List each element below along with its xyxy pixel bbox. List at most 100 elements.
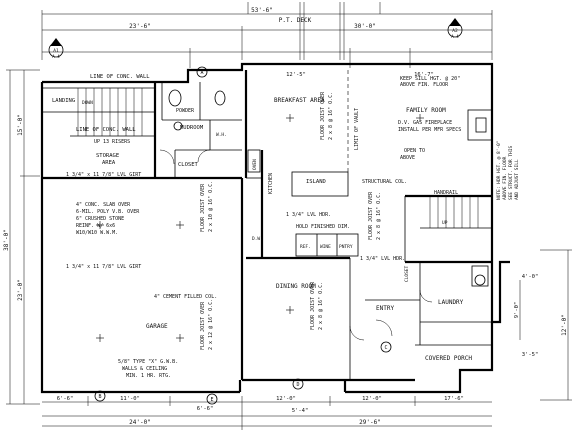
note-oven: OVEN <box>252 159 258 170</box>
note-open-to-2: ABOVE <box>400 155 415 161</box>
dim-top-mid: 12'-5" <box>286 72 306 78</box>
dim-left-overall: 38'-0" <box>3 229 10 251</box>
dim-bottom-12a: 12'-0" <box>276 396 296 402</box>
interior-walls <box>42 70 492 380</box>
callout-c: C <box>384 345 387 351</box>
room-storage: STORAGE <box>96 153 119 159</box>
callout-markers <box>94 66 392 405</box>
room-dining: DINING ROOM <box>276 283 316 290</box>
note-girt-2: 1 3/4" x 11 7/8" LVL GIRT <box>66 264 141 270</box>
room-covered-porch: COVERED PORCH <box>425 355 472 362</box>
note-girt-1: 1 3/4" x 11 7/8" LVL GIRT <box>66 172 141 178</box>
callout-sheet-2: A-4 <box>451 34 459 39</box>
room-closet: CLOSET <box>178 162 199 168</box>
fixtures <box>168 89 493 287</box>
note-gwb-2: WALLS & CEILING <box>122 366 167 372</box>
note-ref: REF. <box>300 244 311 250</box>
callout-section-a1 <box>48 38 64 58</box>
note-joist-7: FLOOR JOIST OVER <box>310 281 316 330</box>
note-gwb-3: MIN. 1 HR. RTG. <box>126 373 171 379</box>
exterior-walls <box>40 62 510 394</box>
room-storage-area: AREA <box>102 160 116 166</box>
note-structural-col: STRUCTURAL COL. <box>362 179 407 185</box>
note-handrail: HANDRAIL <box>434 190 458 196</box>
note-slab-3: 6" CRUSHED STONE <box>76 216 124 222</box>
dim-right-35: 3'-5" <box>522 352 539 358</box>
callout-section-a2 <box>447 18 463 38</box>
dim-bottom-24: 24'-0" <box>129 419 151 426</box>
dim-right-12: 12'-0" <box>561 314 568 336</box>
note-dw: D.W. <box>252 236 263 242</box>
note-line-conc-wall-2: LINE OF CONC. WALL <box>76 127 136 133</box>
note-joist-1: FLOOR JOIST OVER <box>320 91 326 140</box>
note-joist-2: 2 x 8 @ 16" O.C. <box>328 92 334 140</box>
room-laundry: LAUNDRY <box>438 299 464 306</box>
callout-a: A <box>200 70 203 76</box>
callout-sheet-1: A-4 <box>52 54 60 59</box>
note-right-3: SEE STRUCT. FOR THIS <box>508 146 514 200</box>
callout-a2: A2 <box>452 28 458 34</box>
room-family: FAMILY ROOM <box>406 107 446 114</box>
dim-bottom-5: 5'-4" <box>292 408 309 414</box>
note-hdr-2: 1 3/4" LVL HDR. <box>360 256 405 262</box>
dim-bottom-11: 11'-0" <box>120 396 140 402</box>
dim-top-left: 23'-6" <box>129 23 151 30</box>
note-fireplace-1: D.V. GAS FIREPLACE <box>398 120 452 126</box>
room-garage: GARAGE <box>146 323 168 330</box>
callout-a1: A1 <box>53 48 59 54</box>
dimension-lines <box>6 10 572 430</box>
note-up-risers: UP 13 RISERS <box>94 139 130 145</box>
room-powder: POWDER <box>176 108 195 114</box>
callout-d: D <box>296 382 299 388</box>
room-landing: LANDING <box>52 98 75 104</box>
note-hold-finished: HOLD FINISHED DIM. <box>296 224 350 230</box>
dim-bottom-17: 17'-6" <box>444 396 464 402</box>
note-down: DOWN <box>82 100 93 106</box>
stairs-left <box>70 88 155 137</box>
dimension-labels: 53'-6" P.T. DECK 23'-6" 30'-0" 12'-5" 16… <box>3 7 568 426</box>
note-pantry: PNTRY <box>339 244 353 250</box>
door-swings <box>159 149 433 341</box>
note-above-fin-floor: ABOVE FIN. FLOOR <box>400 82 449 88</box>
dim-top-overall: 53'-6" <box>251 7 273 14</box>
dim-right-9: 9'-0" <box>514 302 520 319</box>
dim-left-lower: 23'-0" <box>17 279 24 301</box>
note-joist-5: FLOOR JOIST OVER <box>200 301 206 350</box>
note-labels: LINE OF CONC. WALL LINE OF CONC. WALL UP… <box>66 74 520 379</box>
note-slab-4: REINF. W/ 6x6 <box>76 223 115 229</box>
dim-bottom-6a: 6'-6" <box>57 396 74 402</box>
room-island: ISLAND <box>306 179 326 185</box>
note-up: UP <box>442 220 448 226</box>
room-breakfast: BREAKFAST AREA <box>274 97 325 104</box>
note-open-to-1: OPEN TO <box>404 148 425 154</box>
dim-bottom-29: 29'-6" <box>359 419 381 426</box>
note-cement-col: 4" CEMENT FILLED COL. <box>154 294 217 300</box>
note-wine: WINE <box>320 244 331 250</box>
dim-left-upper: 15'-0" <box>17 114 24 136</box>
note-line-conc-wall-1: LINE OF CONC. WALL <box>90 74 150 80</box>
note-joist-9: FLOOR JOIST OVER <box>368 191 374 240</box>
room-mudroom: MUDROOM <box>180 125 204 131</box>
note-keep-sill: KEEP SILL HGT. @ 20" <box>400 76 460 82</box>
note-limit-of-vault: LIMIT OF VAULT <box>354 108 360 150</box>
note-right-2: ABOVE FIN. FLOOR <box>502 156 508 200</box>
note-fireplace-2: INSTALL PER MFR SPECS <box>398 127 461 133</box>
dim-top-deck: P.T. DECK <box>279 17 312 24</box>
room-kitchen: KITCHEN <box>268 173 274 194</box>
room-labels: LANDING MUDROOM POWDER STORAGE AREA CLOS… <box>52 97 472 362</box>
note-hdr-1: 1 3/4" LVL HDR. <box>286 212 331 218</box>
note-joist-4: 2 x 10 @ 16" O.C. <box>208 181 214 232</box>
callout-b: B <box>98 394 101 400</box>
note-joist-6: 2 x 12 @ 16" O.C. <box>208 299 214 350</box>
note-slab-1: 4" CONC. SLAB OVER <box>76 202 131 208</box>
joist-markers <box>96 114 424 342</box>
stairs-right <box>420 196 492 229</box>
dim-right-4: 4'-0" <box>522 274 539 280</box>
callout-e: E <box>210 397 213 403</box>
note-joist-10: 2 x 8 @ 16" O.C. <box>376 192 382 240</box>
note-right-4: AND ADJUST SILL <box>514 159 520 200</box>
note-slab-2: 6-MIL. POLY V.B. OVER <box>76 209 140 215</box>
callout-labels: A B C D E A1 A2 A-4 A-4 <box>52 28 459 403</box>
room-entry: ENTRY <box>376 305 394 312</box>
